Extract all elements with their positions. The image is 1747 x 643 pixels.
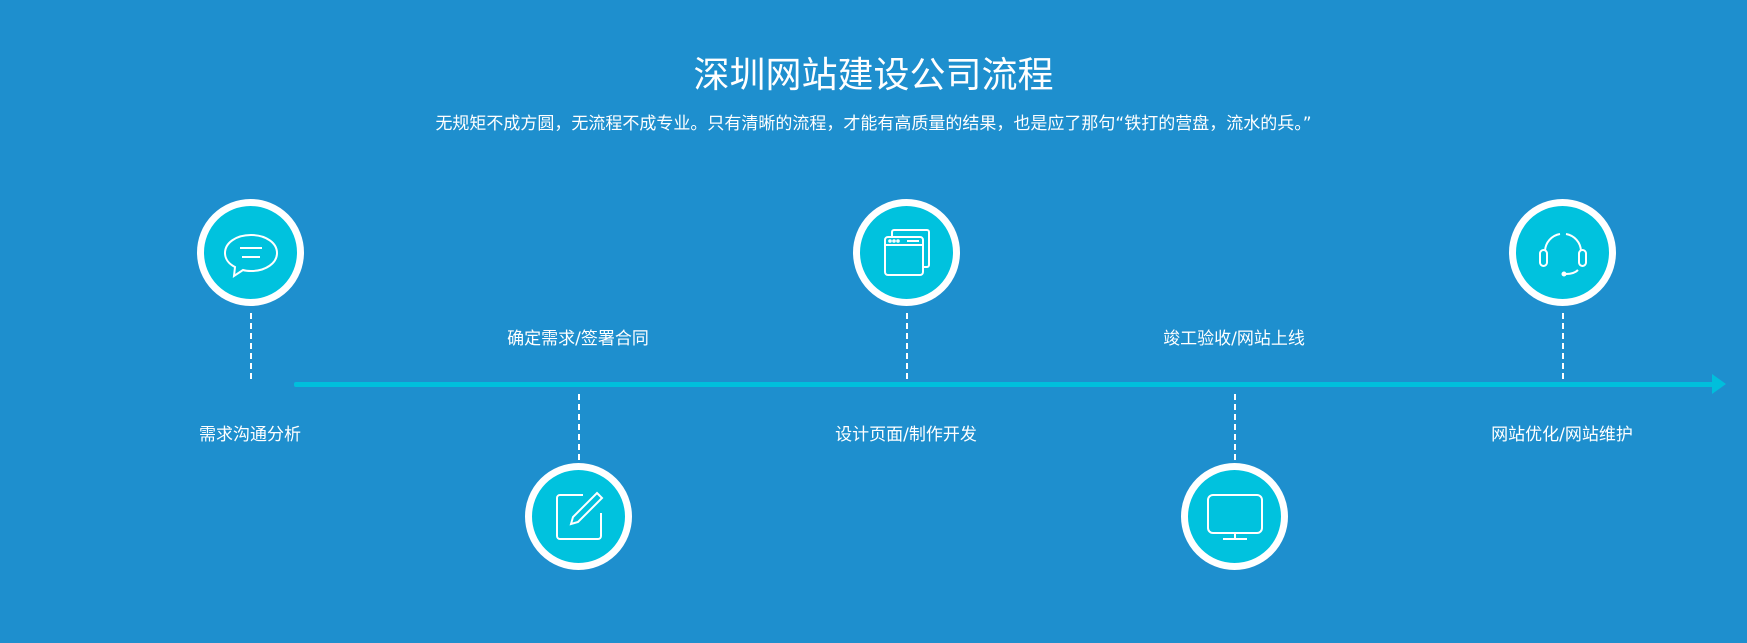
step-1-circle[interactable] xyxy=(197,199,304,306)
step-2-circle[interactable] xyxy=(525,463,632,570)
step-2-connector xyxy=(578,394,580,460)
step-2-label: 确定需求/签署合同 xyxy=(507,329,649,349)
step-4-connector xyxy=(1234,394,1236,460)
step-5-connector xyxy=(1562,313,1564,379)
step-4-circle[interactable] xyxy=(1181,463,1288,570)
step-4-label: 竣工验收/网站上线 xyxy=(1163,329,1305,349)
step-1-connector xyxy=(250,313,252,379)
step-3-circle[interactable] xyxy=(853,199,960,306)
page-subtitle: 无规矩不成方圆，无流程不成专业。只有清晰的流程，才能有高质量的结果，也是应了那句… xyxy=(435,114,1312,134)
timeline-arrow-icon xyxy=(1712,374,1726,394)
step-3-label: 设计页面/制作开发 xyxy=(835,425,977,445)
timeline-line xyxy=(294,382,1714,387)
step-5-circle[interactable] xyxy=(1509,199,1616,306)
chat-bubble-icon xyxy=(223,233,278,278)
headset-icon xyxy=(1538,232,1587,276)
monitor-icon xyxy=(1206,493,1263,540)
step-1-label: 需求沟通分析 xyxy=(199,425,301,445)
page-title: 深圳网站建设公司流程 xyxy=(693,55,1054,96)
step-5-label: 网站优化/网站维护 xyxy=(1491,425,1633,445)
browser-windows-icon xyxy=(883,228,930,276)
step-3-connector xyxy=(906,313,908,379)
edit-pencil-icon xyxy=(555,491,603,540)
